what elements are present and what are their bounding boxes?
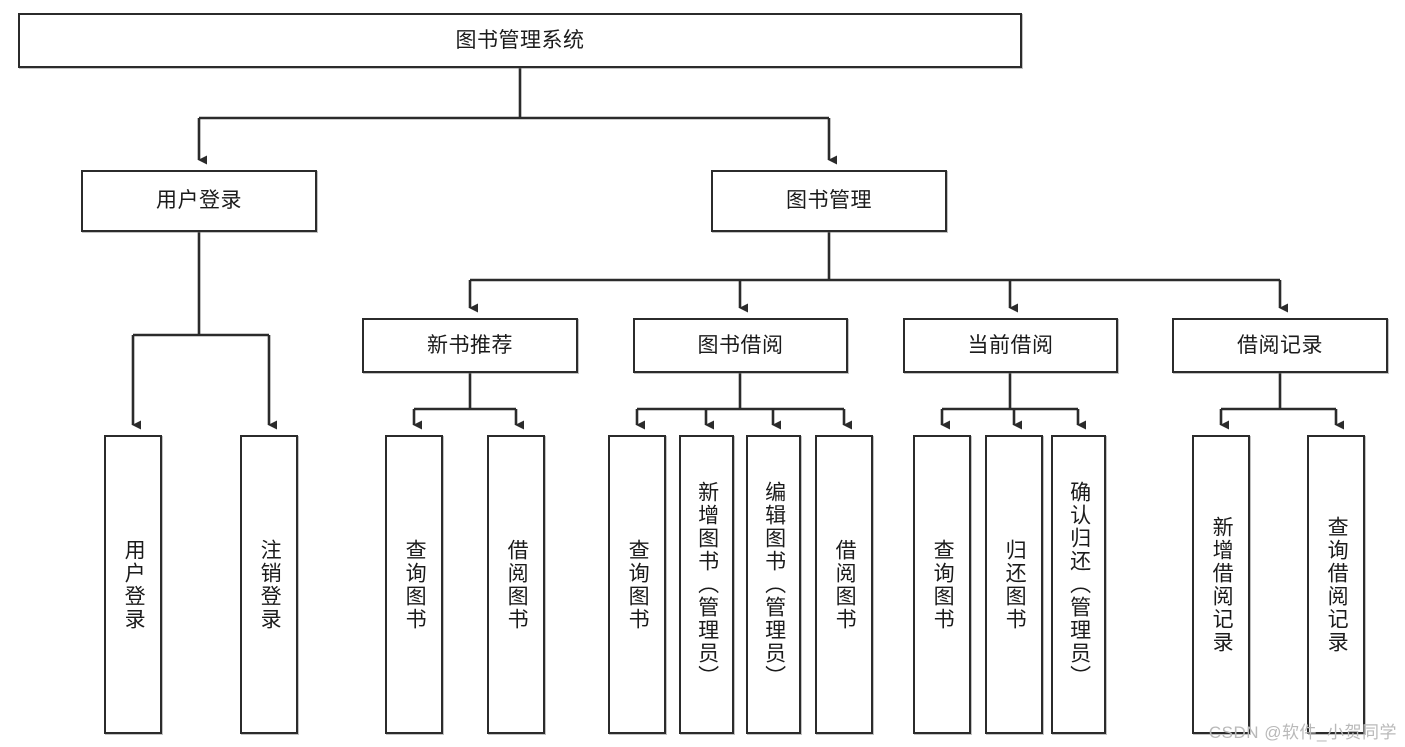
node-label: 新书推荐: [427, 333, 513, 357]
node-l4-leaf-confirm-return[interactable]: 确认归还（管理员）: [1051, 435, 1106, 734]
node-label: 查询图书: [403, 538, 427, 631]
node-l4-leaf-return-book[interactable]: 归还图书: [985, 435, 1043, 734]
node-label: 用户登录: [122, 538, 146, 631]
node-label: 借阅图书: [505, 538, 529, 631]
node-label: 查询借阅记录: [1325, 515, 1349, 654]
node-l4-leaf-user-login[interactable]: 用户登录: [104, 435, 162, 734]
node-root-root[interactable]: 图书管理系统: [18, 13, 1022, 68]
node-l3-new-book-rec[interactable]: 新书推荐: [362, 318, 578, 373]
node-label: 图书借阅: [697, 333, 784, 357]
node-l4-leaf-logout[interactable]: 注销登录: [240, 435, 298, 734]
node-l4-leaf-query-book[interactable]: 查询图书: [608, 435, 666, 734]
node-l4-leaf-borrow-book[interactable]: 借阅图书: [815, 435, 873, 734]
node-l3-current-borrow[interactable]: 当前借阅: [903, 318, 1118, 373]
node-label: 借阅图书: [833, 538, 857, 631]
csdn-watermark: CSDN @软件_小贺同学: [1208, 723, 1397, 742]
node-l4-leaf-query-book-cur[interactable]: 查询图书: [913, 435, 971, 734]
node-label: 借阅记录: [1237, 333, 1323, 357]
node-label: 当前借阅: [967, 333, 1054, 357]
node-label: 查询图书: [931, 538, 955, 631]
node-l4-leaf-query-record[interactable]: 查询借阅记录: [1307, 435, 1365, 734]
node-label: 归还图书: [1003, 538, 1027, 631]
node-label: 图书管理: [786, 189, 872, 213]
node-l4-leaf-add-book[interactable]: 新增图书（管理员）: [679, 435, 734, 734]
node-label: 编辑图书（管理员）: [762, 481, 786, 688]
node-label: 用户登录: [156, 189, 242, 213]
node-label: 注销登录: [258, 538, 282, 631]
node-l2-user-login[interactable]: 用户登录: [81, 170, 317, 232]
node-l2-book-manage[interactable]: 图书管理: [711, 170, 947, 232]
node-l4-leaf-query-book-rec[interactable]: 查询图书: [385, 435, 443, 734]
node-label: 查询图书: [626, 538, 650, 631]
node-l3-book-borrow[interactable]: 图书借阅: [633, 318, 848, 373]
node-l4-leaf-borrow-book-rec[interactable]: 借阅图书: [487, 435, 545, 734]
node-l4-leaf-edit-book[interactable]: 编辑图书（管理员）: [746, 435, 801, 734]
node-label: 新增图书（管理员）: [695, 481, 719, 688]
node-label: 新增借阅记录: [1210, 515, 1234, 654]
node-label: 图书管理系统: [455, 28, 585, 52]
node-label: 确认归还（管理员）: [1067, 481, 1091, 688]
node-l3-borrow-record[interactable]: 借阅记录: [1172, 318, 1388, 373]
node-l4-leaf-add-record[interactable]: 新增借阅记录: [1192, 435, 1250, 734]
